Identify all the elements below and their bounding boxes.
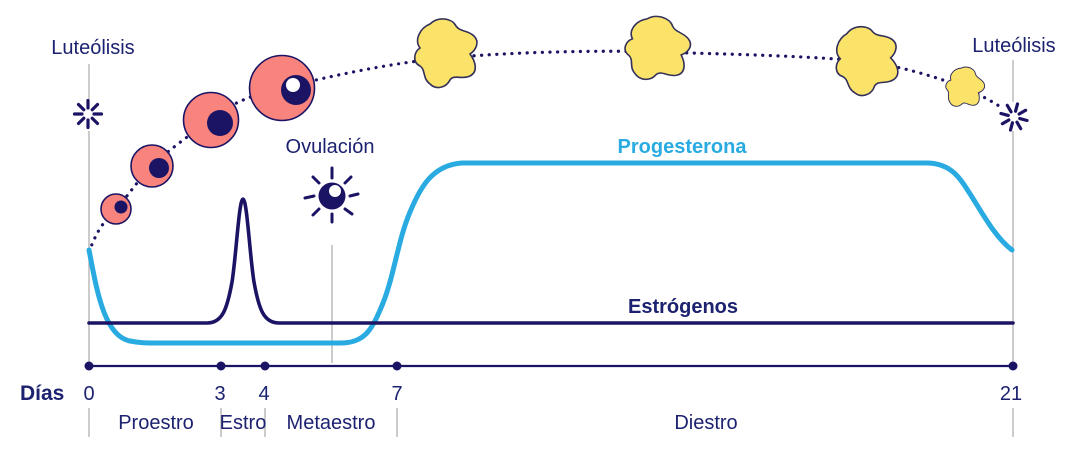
day-timeline <box>84 361 1018 371</box>
phase-label-metaestro: Metaestro <box>286 412 376 434</box>
luteolysis-label-right: Luteólisis <box>972 35 1056 57</box>
estrogen-curve <box>87 197 1015 325</box>
ovum-rays <box>303 166 360 224</box>
follicle-large <box>182 91 240 149</box>
follicle-nucleus <box>207 110 233 136</box>
phase-label-estro: Estro <box>219 412 267 434</box>
timeline-dot-day21 <box>1008 361 1018 371</box>
progesterone-curve <box>86 160 1015 346</box>
timeline-dot-day3 <box>216 361 226 371</box>
timeline-dot-day0 <box>84 361 94 371</box>
day-tick-label-4: 4 <box>258 383 270 405</box>
starburst-icon <box>72 98 104 130</box>
timeline-dot-day4 <box>260 361 270 371</box>
corpus-luteum-blob-2 <box>618 10 696 89</box>
ovum-icon <box>303 166 360 224</box>
timeline-dot-day7 <box>392 361 402 371</box>
days-axis-label: Días <box>20 382 65 405</box>
ovum-highlight <box>329 185 341 197</box>
day-tick-label-7: 7 <box>391 383 403 405</box>
progesterone-label: Progesterona <box>617 136 747 158</box>
ovulation-label: Ovulación <box>285 136 375 158</box>
follicle-small <box>100 193 132 225</box>
phase-label-diestro: Diestro <box>674 412 738 434</box>
corpus-luteum-blob-1 <box>413 18 478 89</box>
follicle-medium <box>130 144 174 188</box>
corpus-luteum-blob-4 <box>940 61 990 114</box>
estrogens-label: Estrógenos <box>627 296 739 318</box>
luteolysis-label-left: Luteólisis <box>51 37 135 59</box>
corpus-luteum-series <box>413 10 990 114</box>
follicle-series <box>100 54 316 225</box>
follicle-preovulatory <box>248 54 316 122</box>
phase-label-proestro: Proestro <box>118 412 194 434</box>
day-tick-label-21: 21 <box>999 383 1023 405</box>
luteolysis-starbursts <box>72 98 1029 132</box>
starburst-icon <box>999 102 1029 132</box>
day-tick-label-3: 3 <box>214 383 226 405</box>
day-tick-label-0: 0 <box>83 383 95 405</box>
follicle-oocyte-highlight <box>286 78 300 92</box>
follicle-nucleus <box>149 158 169 178</box>
corpus-luteum-blob-3 <box>830 21 903 100</box>
follicle-nucleus <box>114 200 128 214</box>
